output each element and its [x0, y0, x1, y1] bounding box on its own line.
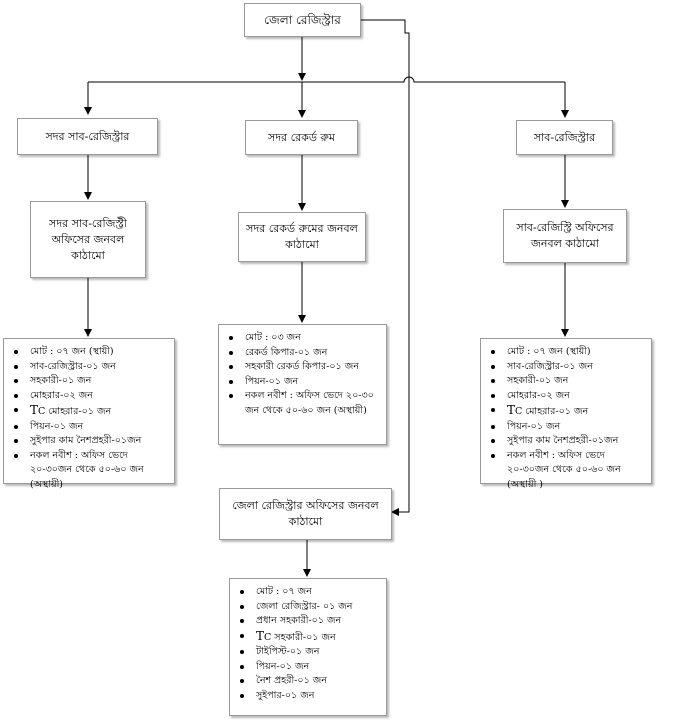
list-item: পিয়ন-০১ জন	[487, 420, 645, 435]
list-item: সহকারী রেকর্ড কিপার-০১ জন	[225, 360, 380, 375]
district-office-structure-box: জেলা রেজিস্ট্রার অফিসের জনবল কাঠামো	[219, 488, 392, 540]
list-item: নৈশ প্রহরী-০১ জন	[236, 674, 380, 689]
list-item: পিয়ন-০১ জন	[10, 420, 168, 435]
list-item: জেলা রেজিস্ট্রার- ০১ জন	[236, 600, 380, 615]
sadar-record-room-title: সদর রেকর্ড রুম	[268, 130, 335, 144]
list-item: TC সহকারী-০১ জন	[236, 629, 380, 646]
list-item: সহকারী-০১ জন	[487, 374, 645, 389]
sadar-record-room-box: সদর রেকর্ড রুম	[245, 120, 358, 155]
list-item: পিয়ন-০১ জন	[236, 660, 380, 675]
sadar-sub-staff-list: মোট : ০৭ জন (স্থায়ী) সাব-রেজিস্ট্রার-০১…	[3, 338, 175, 490]
list-item: TC মোহরার-০১ জন	[487, 403, 645, 420]
list-item: মোট : ০৭ জন (স্থায়ী)	[487, 345, 645, 360]
list-item: পিয়ন-০১ জন	[225, 375, 380, 390]
list-item: সুইপার-০১ জন	[236, 689, 380, 704]
list-item: রেকর্ড কিপার-০১ জন	[225, 346, 380, 361]
record-room-structure-box: সদর রেকর্ড রুমের জনবল কাঠামো	[238, 212, 366, 262]
sub-registrar-staff-list: মোট : ০৭ জন (স্থায়ী) সাব-রেজিস্ট্রার-০১…	[480, 338, 652, 490]
list-item: নকল নবীশ : অফিস ভেদে ২০-৩০জন থেকে ৫০-৬০ …	[487, 449, 645, 493]
sadar-sub-structure-box: সদর সাব-রেজিস্ট্রী অফিসের জনবল কাঠামো	[30, 201, 146, 278]
list-item: সুইপার কাম নৈশপ্রহরী-০১জন	[10, 434, 168, 449]
sadar-sub-registrar-box: সদর সাব-রেজিস্ট্রার	[17, 118, 158, 155]
list-item: প্রধান সহকারী-০১ জন	[236, 614, 380, 629]
list-item: মোট : ০৭ জন	[236, 585, 380, 600]
bus-line	[88, 76, 565, 83]
record-room-structure-label: সদর রেকর্ড রুমের জনবল কাঠামো	[246, 222, 358, 251]
root-district-registrar-box: জেলা রেজিস্ট্রার	[244, 3, 361, 37]
list-item: সাব-রেজিস্ট্রার-০১ জন	[10, 360, 168, 375]
root-label: জেলা রেজিস্ট্রার	[264, 13, 341, 27]
sub-registrar-title: সাব-রেজিস্ট্রার	[533, 130, 596, 144]
record-room-staff-list: মোট : ০৩ জন রেকর্ড কিপার-০১ জন সহকারী রে…	[218, 324, 387, 445]
sadar-sub-registrar-title: সদর সাব-রেজিস্ট্রার	[45, 129, 130, 143]
district-office-staff-list: মোট : ০৭ জন জেলা রেজিস্ট্রার- ০১ জন প্রধ…	[229, 578, 387, 716]
list-item: নকল নবীশ : অফিস ভেদে ২০-৩০ জন থেকে ৫০-৬০…	[225, 389, 380, 418]
list-item: টাইপিস্ট-০১ জন	[236, 645, 380, 660]
list-item: সাব-রেজিস্ট্রার-০১ জন	[487, 360, 645, 375]
list-item: মোট : ০৭ জন (স্থায়ী)	[10, 345, 168, 360]
list-item: নকল নবীশ : অফিস ভেদে ২০-৩০জন থেকে ৫০-৬০ …	[10, 449, 168, 493]
list-item: মোহরার-০২ জন	[487, 389, 645, 404]
sub-registrar-structure-label: সাব-রেজিস্ট্রি অফিসের জনবল কাঠামো	[516, 221, 614, 250]
district-office-structure-label: জেলা রেজিস্ট্রার অফিসের জনবল কাঠামো	[232, 499, 379, 528]
list-item: মোট : ০৩ জন	[225, 331, 380, 346]
sub-registrar-structure-box: সাব-রেজিস্ট্রি অফিসের জনবল কাঠামো	[503, 209, 627, 263]
sub-registrar-box: সাব-রেজিস্ট্রার	[516, 120, 613, 155]
list-item: সুইপার কাম নৈশপ্রহরী-০১জন	[487, 434, 645, 449]
list-item: সহকারী-০১ জন	[10, 374, 168, 389]
list-item: TC মোহরার-০১ জন	[10, 403, 168, 420]
list-item: মোহরার-০২ জন	[10, 389, 168, 404]
sadar-sub-structure-label: সদর সাব-রেজিস্ট্রী অফিসের জনবল কাঠামো	[49, 216, 127, 262]
root-to-district-line	[361, 19, 410, 516]
